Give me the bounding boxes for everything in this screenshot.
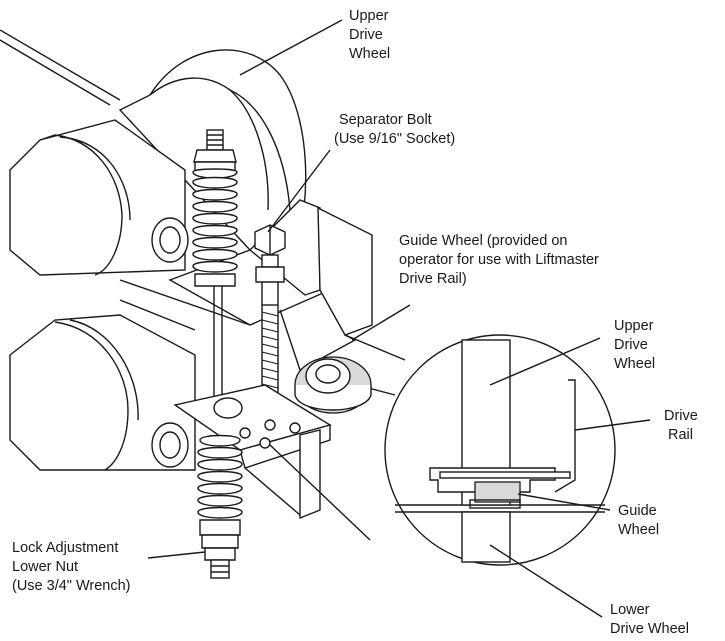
guide-wheel [294,356,372,414]
rail-top-edge-2 [0,39,111,106]
label-guide-wheel-note: Guide Wheel (provided on operator for us… [399,233,603,287]
label-detail-upper-drive-wheel: Upper Drive Wheel [614,318,658,372]
rail-top-edge [0,29,121,101]
upper-spring-stud [192,129,238,287]
lower-bracket [173,384,371,541]
label-lock-adjustment: Lock Adjustment Lower Nut (Use 3/4" Wren… [12,540,131,594]
label-detail-guide-wheel: Guide Wheel [618,503,661,538]
lower-spring-stud [197,434,243,579]
upper-motor-housing [9,119,189,276]
label-detail-lower-drive-wheel: Lower Drive Wheel [610,602,689,637]
label-upper-drive-wheel: Upper Drive Wheel [349,8,393,62]
label-detail-drive-rail: Drive Rail [664,408,702,443]
leader-lines [147,19,651,618]
label-separator-bolt: Separator Bolt (Use 9/16" Socket) [334,112,455,147]
detail-view-circle [384,334,616,566]
